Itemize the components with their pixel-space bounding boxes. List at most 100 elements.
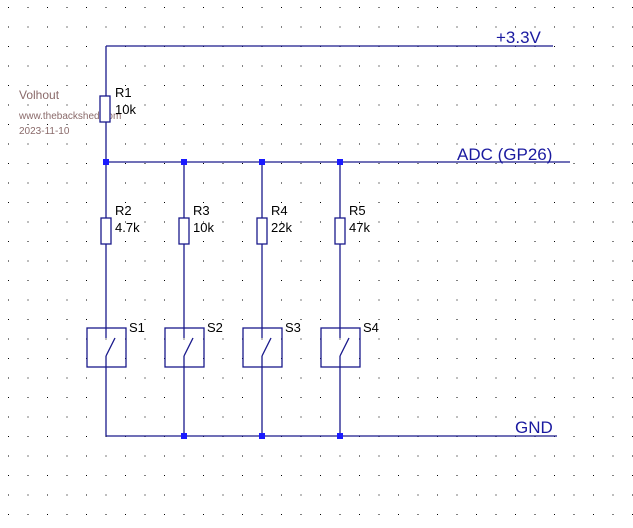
grid-dot: [164, 104, 165, 106]
grid-dot: [437, 416, 438, 418]
grid-dot: [47, 202, 48, 203]
switch-s2-body[interactable]: [164, 327, 205, 368]
grid-dot: [125, 65, 126, 67]
grid-dot: [320, 124, 321, 125]
grid-dot: [495, 241, 497, 242]
grid-dot: [27, 436, 29, 437]
branch-4: R5 47k S4: [320, 203, 379, 368]
grid-dot: [320, 475, 321, 476]
resistor-r2-body[interactable]: [100, 217, 112, 245]
grid-dot: [281, 65, 282, 67]
grid-dot: [534, 397, 536, 398]
grid-dot: [417, 221, 419, 223]
grid-dot: [612, 319, 614, 320]
switch-s1-body[interactable]: [86, 327, 127, 368]
grid-dot: [144, 358, 146, 359]
grid-dot: [476, 475, 477, 476]
grid-dot: [105, 494, 107, 496]
grid-dot: [8, 475, 9, 476]
grid-dot: [242, 65, 243, 67]
net-label-adc[interactable]: ADC (GP26): [457, 145, 552, 164]
grid-dot: [378, 221, 380, 223]
grid-dot: [495, 397, 497, 398]
grid-dot: [554, 260, 555, 262]
grid-dot: [573, 260, 575, 262]
grid-dot: [242, 241, 243, 242]
switch-s3-body[interactable]: [242, 327, 283, 368]
grid-dot: [320, 65, 321, 67]
grid-dot: [203, 299, 204, 301]
grid-dot: [378, 377, 380, 379]
net-label-vcc[interactable]: +3.3V: [496, 28, 542, 47]
grid-dot: [47, 46, 48, 47]
net-label-gnd[interactable]: GND: [515, 418, 553, 437]
grid-dot: [300, 241, 302, 242]
resistor-r4-body[interactable]: [256, 217, 268, 245]
grid-dot: [300, 163, 302, 164]
grid-dot: [456, 26, 458, 28]
grid-dot: [47, 514, 48, 515]
grid-dot: [534, 319, 536, 320]
grid-dot: [86, 124, 87, 125]
grid-dot: [534, 182, 536, 184]
grid-dot: [398, 65, 399, 67]
grid-dot: [573, 494, 575, 496]
grid-dot: [164, 377, 165, 379]
grid-dot: [66, 494, 68, 496]
grid-dot: [203, 7, 204, 8]
grid-dot: [222, 338, 224, 340]
grid-dot: [27, 514, 29, 515]
switch-s4-body[interactable]: [320, 327, 361, 368]
grid-dot: [144, 26, 146, 28]
author-note: Volhout: [19, 88, 60, 102]
grid-dot: [573, 85, 575, 86]
grid-dot: [515, 514, 516, 515]
grid-dot: [300, 319, 302, 320]
grid-dot: [476, 26, 477, 28]
grid-dot: [573, 416, 575, 418]
grid-dot: [164, 202, 165, 203]
grid-dot: [515, 455, 516, 457]
grid-dot: [125, 85, 126, 86]
grid-dot: [398, 299, 399, 301]
grid-dot: [164, 124, 165, 125]
grid-dot: [183, 26, 185, 28]
grid-dot: [573, 280, 575, 281]
grid-dot: [47, 143, 48, 145]
grid-dot: [47, 319, 48, 320]
grid-dot: [164, 280, 165, 281]
grid-dot: [495, 514, 497, 515]
grid-dot: [476, 338, 477, 340]
grid-dot: [359, 319, 360, 320]
grid-dot: [573, 104, 575, 106]
resistor-r3-body[interactable]: [178, 217, 190, 245]
grid-dot: [300, 280, 302, 281]
grid-dot: [320, 397, 321, 398]
grid-dot: [417, 65, 419, 67]
grid-dot: [437, 397, 438, 398]
grid-dot: [86, 163, 87, 164]
grid-dot: [281, 319, 282, 320]
grid-dot: [242, 475, 243, 476]
grid-dot: [456, 280, 458, 281]
grid-dot: [398, 358, 399, 359]
grid-dot: [378, 85, 380, 86]
grid-dot: [573, 319, 575, 320]
grid-dot: [612, 46, 614, 47]
grid-dot: [437, 299, 438, 301]
grid-dot: [47, 436, 48, 437]
grid-dot: [476, 299, 477, 301]
grid-dot: [378, 143, 380, 145]
grid-dot: [378, 358, 380, 359]
grid-dot: [222, 280, 224, 281]
grid-dot: [8, 319, 9, 320]
grid-dot: [242, 124, 243, 125]
resistor-r5-body[interactable]: [334, 217, 346, 245]
grid-dot: [86, 436, 87, 437]
grid-dot: [612, 338, 614, 340]
grid-dot: [476, 221, 477, 223]
grid-dot: [164, 514, 165, 515]
grid-dot: [612, 280, 614, 281]
resistor-r1[interactable]: R1 10k: [99, 85, 136, 123]
junction-dot: [103, 159, 109, 165]
